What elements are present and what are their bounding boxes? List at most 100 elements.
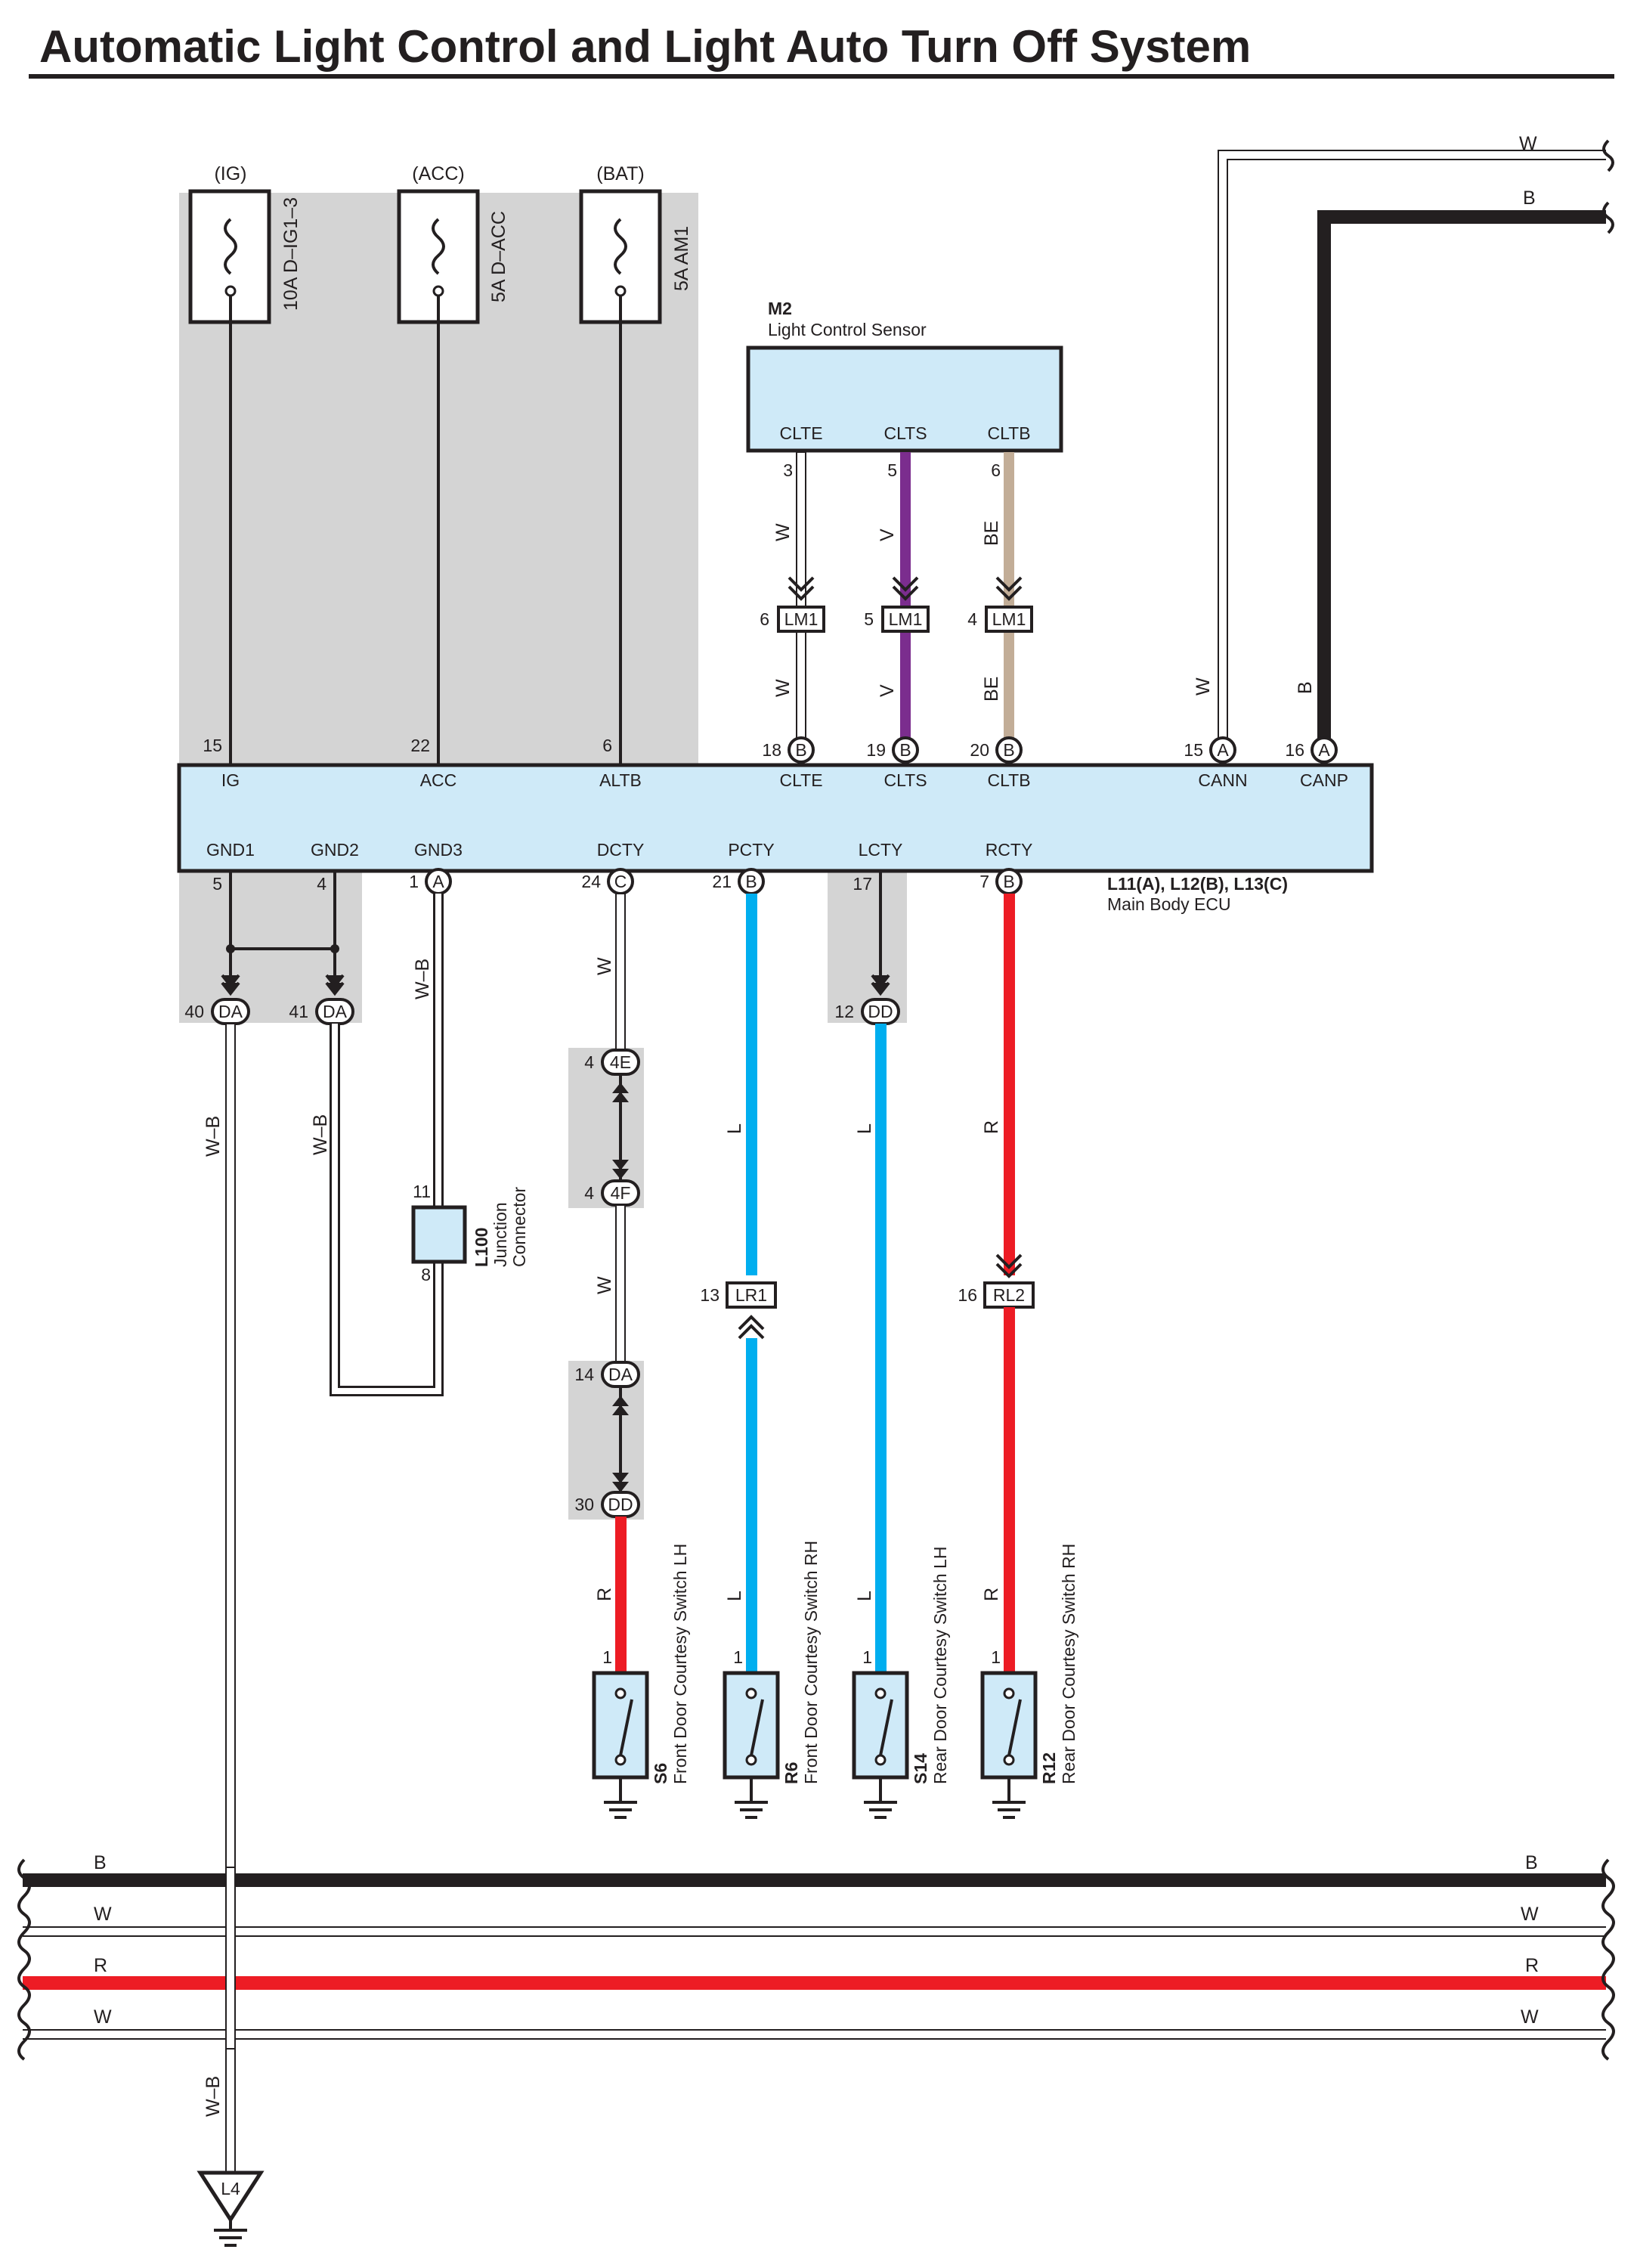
bus-break-right	[1601, 1858, 1615, 2061]
joint-da-41: DA 41	[289, 998, 354, 1025]
ecu-terminal-cann: A 15 CANN	[1184, 736, 1248, 790]
svg-text:17: 17	[853, 874, 872, 894]
switch-r12: 1 R12 Rear Door Courtesy Switch RH	[980, 1544, 1078, 1819]
main-body-ecu	[177, 763, 1374, 873]
svg-text:7: 7	[979, 872, 989, 891]
svg-text:A: A	[432, 872, 444, 891]
ecu-terminal-altb: 6 ALTB	[599, 736, 642, 790]
wire-lcty-blue	[875, 1024, 887, 1672]
svg-text:A: A	[1217, 740, 1229, 760]
svg-text:5: 5	[212, 874, 222, 894]
fuse-ig-rating: 10A D–IG1–3	[280, 197, 302, 311]
bus-line-w1: W W	[23, 1904, 1606, 1937]
sensor-terminal-clts: CLTS	[883, 423, 927, 443]
svg-text:DCTY: DCTY	[597, 840, 645, 860]
fuse-bat-rating: 5A AM1	[671, 226, 692, 291]
lcty-wire2-label: L	[854, 1591, 875, 1601]
svg-text:W: W	[1521, 1904, 1539, 1925]
connector-lr1: LR1 13	[700, 1281, 777, 1309]
ecu-terminal-clte: B 18 CLTE	[762, 736, 823, 790]
svg-text:CANP: CANP	[1300, 770, 1348, 790]
wire-clte-white	[796, 451, 806, 751]
fuse-acc-supply: (ACC)	[412, 163, 464, 184]
gnd2-arrow	[325, 974, 345, 996]
svg-text:1: 1	[862, 1647, 872, 1667]
wire-pcty-blue-lower	[746, 1338, 757, 1672]
light-control-sensor	[746, 345, 1063, 453]
wire-label-w-upper: W	[772, 523, 794, 541]
svg-text:15: 15	[1184, 740, 1203, 760]
ecu-terminal-gnd1: GND1 5	[206, 840, 255, 894]
connector-lm1-cltb: LM1 4	[967, 576, 1033, 633]
connector-rl2: RL2 16	[958, 1281, 1035, 1309]
svg-text:16: 16	[1285, 740, 1304, 760]
wire-cann-outline	[1218, 150, 1606, 750]
svg-text:RCTY: RCTY	[986, 840, 1033, 860]
svg-text:14: 14	[574, 1365, 594, 1384]
svg-text:GND1: GND1	[206, 840, 255, 860]
bus-line-r: R R	[23, 1955, 1606, 1990]
svg-text:LM1: LM1	[784, 609, 818, 629]
switch-s14: 1 S14 Rear Door Courtesy Switch LH	[852, 1547, 950, 1819]
svg-text:4: 4	[317, 874, 326, 894]
svg-text:IG: IG	[221, 770, 240, 790]
svg-text:41: 41	[289, 1002, 308, 1021]
svg-text:Front Door Courtesy Switch RH: Front Door Courtesy Switch RH	[801, 1541, 821, 1784]
fuse-bat-element	[614, 218, 627, 275]
svg-text:19: 19	[866, 740, 886, 760]
svg-text:4F: 4F	[611, 1183, 631, 1203]
sensor-pin-5: 5	[887, 460, 897, 480]
wire-rcty-red-upper	[1004, 894, 1015, 1275]
svg-text:S6: S6	[651, 1763, 670, 1784]
svg-text:11: 11	[413, 1182, 431, 1201]
connector-da-14: DA 14	[574, 1361, 640, 1388]
ecu-terminal-gnd2: GND2 4	[311, 840, 359, 894]
rcty-wire1-label: R	[981, 1120, 1002, 1134]
svg-text:LR1: LR1	[735, 1285, 767, 1305]
connector-4f: 4F 4	[584, 1179, 640, 1207]
svg-text:B: B	[1003, 872, 1014, 891]
svg-text:S14: S14	[911, 1753, 930, 1784]
svg-text:CLTE: CLTE	[779, 770, 822, 790]
svg-text:CANN: CANN	[1198, 770, 1247, 790]
svg-text:16: 16	[958, 1285, 977, 1305]
sensor-pin-6: 6	[991, 460, 1001, 480]
svg-text:Connector: Connector	[509, 1187, 529, 1267]
wire-rcty-red-lower	[1004, 1307, 1015, 1672]
gnd3-wire-label: W–B	[412, 959, 433, 999]
svg-text:DA: DA	[323, 1002, 348, 1021]
dcty-wire2-label: W	[594, 1276, 615, 1294]
fuse-bat: (BAT) 5A AM1	[579, 163, 692, 324]
wire-cann-white	[1219, 151, 1606, 750]
svg-text:1: 1	[733, 1647, 743, 1667]
svg-text:W: W	[94, 1904, 112, 1925]
ecu-terminal-acc: 22 ACC	[410, 736, 456, 790]
arrow-da	[612, 1396, 629, 1415]
can-top-w-label: W	[1519, 133, 1537, 154]
wire-dcty-w2	[615, 1204, 626, 1365]
svg-text:CLTS: CLTS	[883, 770, 927, 790]
svg-text:1: 1	[602, 1647, 612, 1667]
svg-text:20: 20	[970, 740, 989, 760]
fuse-ig-supply: (IG)	[214, 163, 246, 184]
fuse-acc-element	[432, 218, 445, 275]
svg-text:DA: DA	[218, 1002, 243, 1021]
bus-line-w2: W W	[23, 2006, 1606, 2040]
arrow-4e	[612, 1083, 629, 1102]
svg-text:22: 22	[410, 736, 430, 755]
switch-s6: 1 S6 Front Door Courtesy Switch LH	[592, 1544, 690, 1819]
arrow-dd	[612, 1473, 629, 1492]
ecu-terminal-pcty: PCTY B 21	[712, 840, 775, 895]
connector-lm1-clts: LM1 5	[864, 576, 930, 633]
wire-wb-crossing	[225, 1867, 236, 2050]
canp-wire-label: B	[1295, 681, 1316, 694]
sensor-name: Light Control Sensor	[768, 320, 927, 339]
svg-text:30: 30	[574, 1495, 594, 1514]
ecu-terminal-lcty: LCTY 17	[853, 840, 902, 894]
svg-text:A: A	[1318, 740, 1330, 760]
wire-label-be-upper: BE	[981, 521, 1002, 546]
svg-text:1: 1	[991, 1647, 1001, 1667]
svg-text:B: B	[899, 740, 911, 760]
wire-clts-violet	[900, 452, 911, 750]
pcty-wire1-label: L	[724, 1123, 745, 1134]
